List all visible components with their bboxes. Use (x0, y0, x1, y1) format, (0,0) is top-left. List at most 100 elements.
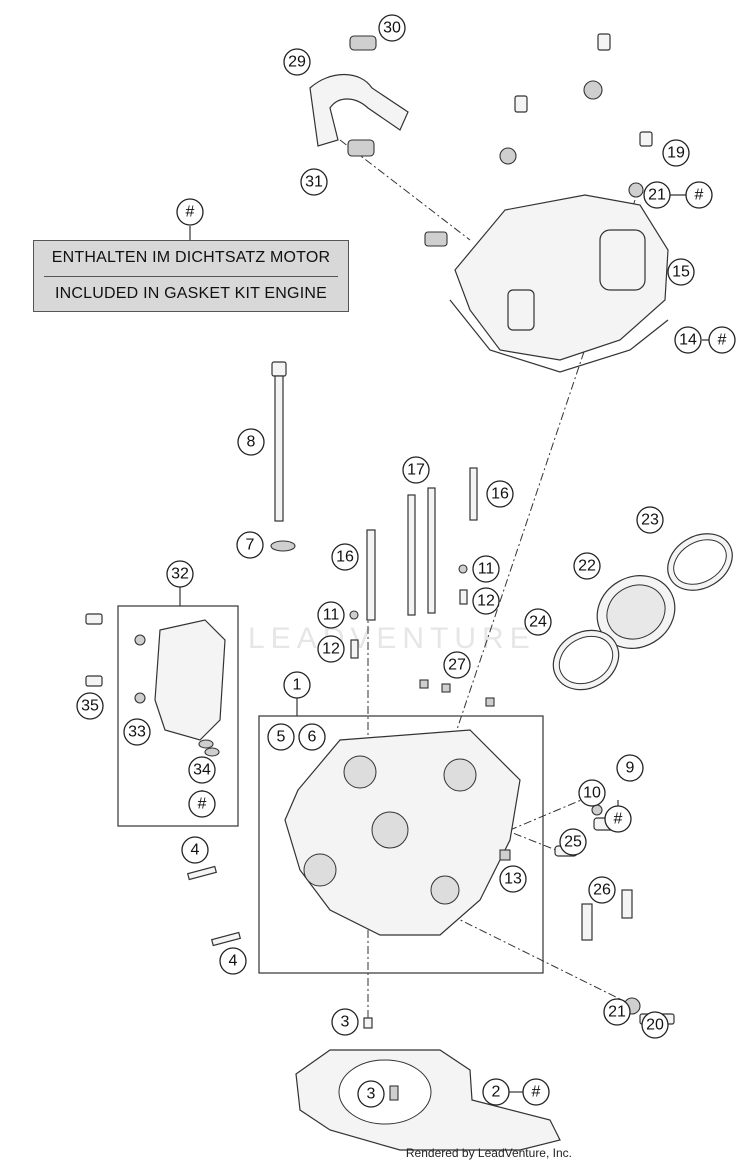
svg-text:31: 31 (305, 174, 323, 191)
svg-text:3: 3 (367, 1086, 376, 1103)
callout-9[interactable]: 9 (616, 754, 644, 782)
callout-23[interactable]: 23 (636, 506, 664, 534)
legend-divider (44, 276, 338, 277)
svg-text:23: 23 (641, 512, 659, 529)
gasket-kit-legend: ENTHALTEN IM DICHTSATZ MOTOR INCLUDED IN… (33, 240, 349, 312)
svg-text:4: 4 (191, 842, 200, 859)
svg-text:15: 15 (672, 264, 690, 281)
svg-text:#: # (532, 1084, 541, 1101)
svg-text:27: 27 (448, 657, 466, 674)
callout-17[interactable]: 17 (402, 456, 430, 484)
callout-21-top-hash[interactable]: # (685, 181, 713, 209)
callout-4-lower[interactable]: 4 (219, 947, 247, 975)
callout-25[interactable]: 25 (559, 828, 587, 856)
callout-6[interactable]: 6 (298, 723, 326, 751)
callout-32[interactable]: 32 (166, 560, 194, 588)
callout-10-hash[interactable]: # (604, 805, 632, 833)
svg-text:4: 4 (229, 953, 238, 970)
callout-26[interactable]: 26 (588, 876, 616, 904)
svg-text:7: 7 (246, 537, 255, 554)
intake-parts (552, 533, 733, 691)
callout-30[interactable]: 30 (378, 14, 406, 42)
callout-2[interactable]: 2 (482, 1078, 510, 1106)
callout-7[interactable]: 7 (236, 531, 264, 559)
group-box-1 (258, 715, 544, 974)
callout-34[interactable]: 34 (188, 756, 216, 784)
callout-34-hash[interactable]: # (188, 790, 216, 818)
callout-1[interactable]: 1 (283, 671, 311, 699)
callout-12-right[interactable]: 12 (472, 587, 500, 615)
cam-sensor-housing (85, 613, 226, 757)
callout-3-lower[interactable]: 3 (357, 1080, 385, 1108)
svg-text:33: 33 (128, 724, 146, 741)
callout-16-right[interactable]: 16 (486, 480, 514, 508)
callout-20[interactable]: 20 (641, 1011, 669, 1039)
callout-24[interactable]: 24 (524, 608, 552, 636)
callout-21-bottom[interactable]: 21 (603, 998, 631, 1026)
footer-credit: Rendered by LeadVenture, Inc. (405, 1146, 572, 1160)
svg-text:21: 21 (648, 187, 666, 204)
svg-text:2: 2 (492, 1084, 501, 1101)
legend-line-german: ENTHALTEN IM DICHTSATZ MOTOR (51, 249, 331, 266)
svg-text:24: 24 (529, 614, 547, 631)
svg-text:16: 16 (491, 486, 509, 503)
callout-27[interactable]: 27 (443, 651, 471, 679)
callout-10[interactable]: 10 (578, 779, 606, 807)
cover-bolts (499, 33, 653, 198)
svg-text:26: 26 (593, 882, 611, 899)
callout-14-hash[interactable]: # (708, 326, 736, 354)
callout-16-left[interactable]: 16 (331, 543, 359, 571)
callout-19[interactable]: 19 (662, 139, 690, 167)
callout-14[interactable]: 14 (674, 326, 702, 354)
callout-5[interactable]: 5 (267, 723, 295, 751)
svg-text:5: 5 (277, 729, 286, 746)
group-box-32 (117, 605, 239, 827)
valve-cover (424, 194, 669, 373)
callout-13[interactable]: 13 (499, 865, 527, 893)
svg-text:21: 21 (608, 1004, 626, 1021)
svg-text:11: 11 (478, 561, 495, 578)
callout-29[interactable]: 29 (283, 48, 311, 76)
svg-text:17: 17 (407, 462, 425, 479)
callout-3-upper[interactable]: 3 (331, 1008, 359, 1036)
svg-text:35: 35 (81, 698, 99, 715)
callout-35[interactable]: 35 (76, 692, 104, 720)
svg-text:34: 34 (193, 762, 211, 779)
callout-2-hash[interactable]: # (522, 1078, 550, 1106)
svg-text:30: 30 (383, 20, 401, 37)
head-bolts (349, 467, 478, 659)
svg-text:19: 19 (667, 145, 685, 162)
callout-11-left[interactable]: 11 (317, 601, 345, 629)
stud-bolt (270, 361, 296, 552)
svg-text:12: 12 (322, 641, 340, 658)
svg-text:10: 10 (583, 785, 601, 802)
svg-text:8: 8 (247, 434, 256, 451)
head-gasket (295, 1049, 561, 1151)
svg-text:13: 13 (504, 871, 522, 888)
svg-text:#: # (695, 187, 704, 204)
callout-4-upper[interactable]: 4 (181, 836, 209, 864)
cylinder-head (284, 679, 521, 936)
svg-text:29: 29 (288, 54, 306, 71)
svg-text:16: 16 (336, 549, 354, 566)
svg-text:#: # (614, 811, 623, 828)
svg-text:32: 32 (171, 566, 189, 583)
callout-22[interactable]: 22 (573, 552, 601, 580)
callout-21-top[interactable]: 21 (643, 181, 671, 209)
svg-text:25: 25 (564, 834, 582, 851)
svg-text:#: # (718, 332, 727, 349)
watermark: LEADVENTURE (248, 622, 536, 655)
svg-text:#: # (186, 204, 195, 221)
callout-33[interactable]: 33 (123, 718, 151, 746)
svg-text:1: 1 (293, 677, 302, 694)
callout-11-right[interactable]: 11 (472, 555, 500, 583)
callout-15[interactable]: 15 (667, 258, 695, 286)
callout-12-left[interactable]: 12 (317, 635, 345, 663)
callout-8[interactable]: 8 (237, 428, 265, 456)
svg-text:3: 3 (341, 1014, 350, 1031)
callout-31[interactable]: 31 (300, 168, 328, 196)
legend-hash-marker: # (176, 198, 204, 226)
svg-text:14: 14 (679, 332, 697, 349)
